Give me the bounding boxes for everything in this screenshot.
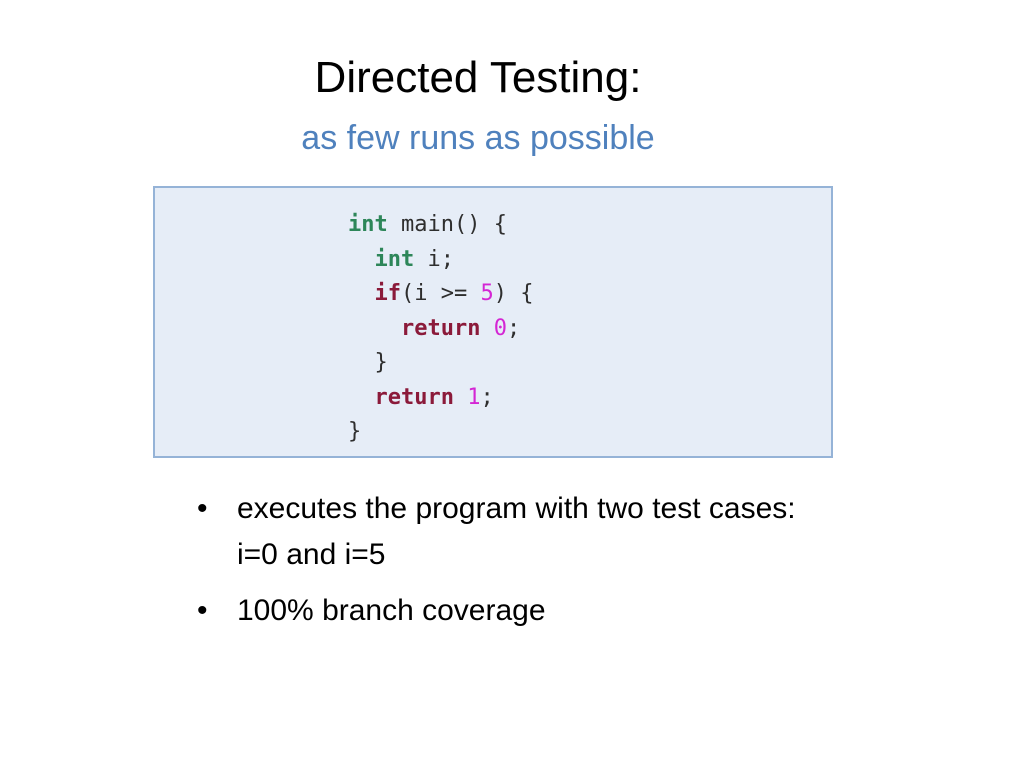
code-text: ;	[480, 384, 494, 410]
bullet-marker: •	[197, 594, 208, 627]
code-line: }	[348, 419, 361, 444]
code-text	[348, 385, 375, 410]
code-text	[348, 247, 375, 272]
control-keyword: if	[374, 281, 402, 306]
code-line: int i;	[348, 246, 455, 272]
bullet-list: • executes the program with two test cas…	[197, 486, 837, 644]
code-text	[480, 316, 493, 341]
bullet-text: executes the program with two test cases…	[237, 492, 796, 571]
bullet-item: • executes the program with two test cas…	[197, 486, 837, 578]
code-text: main() {	[387, 212, 507, 237]
code-text	[454, 385, 467, 410]
slide-subtitle: as few runs as possible	[301, 119, 655, 157]
code-text: ;	[506, 315, 521, 341]
code-text: i;	[414, 246, 454, 272]
number-literal: 5	[480, 281, 494, 306]
code-box: int main() { int i; if(i >= 5) { return …	[153, 186, 833, 458]
code-text: }	[348, 350, 388, 375]
control-keyword: return	[374, 384, 454, 410]
code-text: }	[348, 419, 362, 444]
code-line: return 0;	[348, 316, 520, 341]
code-line: }	[348, 350, 388, 375]
number-literal: 1	[467, 384, 481, 410]
code-text: ) {	[493, 281, 534, 306]
code-text	[348, 281, 375, 306]
code-line: return 1;	[348, 385, 494, 410]
code-block: int main() { int i; if(i >= 5) { return …	[348, 208, 533, 450]
bullet-text: 100% branch coverage	[237, 594, 546, 627]
code-text: (i >=	[401, 281, 481, 306]
code-line: int main() {	[348, 212, 507, 237]
slide-title: Directed Testing:	[314, 53, 642, 102]
number-literal: 0	[493, 315, 507, 341]
control-keyword: return	[400, 315, 481, 341]
code-line: if(i >= 5) {	[348, 281, 534, 306]
bullet-item: • 100% branch coverage	[197, 588, 837, 634]
code-text	[348, 316, 401, 341]
type-keyword: int	[348, 212, 388, 237]
type-keyword: int	[374, 246, 415, 272]
bullet-marker: •	[197, 492, 208, 525]
